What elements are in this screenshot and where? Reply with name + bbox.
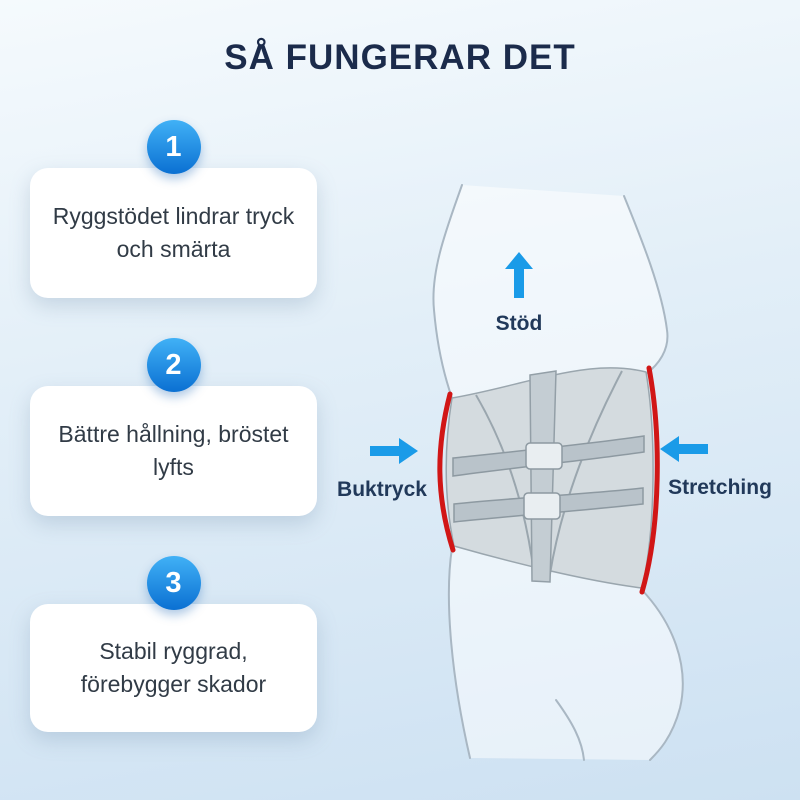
label-abdominal-pressure: Buktryck: [337, 478, 427, 501]
step-card-3: 3 Stabil ryggrad, förebygger skador: [30, 556, 317, 732]
arrow-up-icon: [505, 252, 533, 298]
step-1-text: Ryggstödet lindrar tryck och smärta: [43, 190, 305, 275]
body-outline-left-lower: [447, 547, 471, 759]
body-outline-right: [623, 195, 669, 375]
step-2-line-2: lyfts: [153, 454, 194, 480]
body-outline-hip-right: [641, 589, 684, 761]
step-card-2: 2 Bättre hållning, bröstet lyfts: [30, 338, 317, 516]
brace-seam-left: [475, 394, 535, 575]
step-2-number-badge: 2: [146, 338, 201, 392]
step-1-line-2: och smärta: [116, 236, 231, 262]
step-3-line-2: förebygger skador: [80, 671, 267, 697]
page-title: SÅ FUNGERAR DET: [224, 38, 576, 77]
label-support: Stöd: [495, 312, 543, 335]
step-1-line-1: Ryggstödet lindrar tryck: [52, 203, 295, 230]
arrow-right-icon: [370, 438, 418, 464]
step-3-number-badge: 3: [146, 556, 201, 610]
step-2-text: Bättre hållning, bröstet lyfts: [48, 408, 298, 493]
red-seam-right: [639, 365, 660, 595]
back-brace-illustration: [432, 184, 684, 761]
body-outline-left: [432, 184, 463, 399]
body-outline-crease: [555, 699, 585, 761]
arrow-left-icon: [660, 436, 708, 462]
step-1-number-badge: 1: [146, 120, 201, 174]
step-3-line-1: Stabil ryggrad,: [99, 638, 248, 665]
brace-buckle-lower: [523, 492, 561, 520]
brace-seam-right: [549, 370, 623, 575]
brace-buckle-upper: [525, 442, 563, 470]
red-seam-left: [437, 391, 456, 553]
step-2-line-1: Bättre hållning, bröstet: [58, 421, 289, 448]
label-stretching: Stretching: [668, 476, 772, 499]
step-3-text: Stabil ryggrad, förebygger skador: [71, 625, 276, 710]
step-card-1: 1 Ryggstödet lindrar tryck och smärta: [30, 120, 317, 298]
